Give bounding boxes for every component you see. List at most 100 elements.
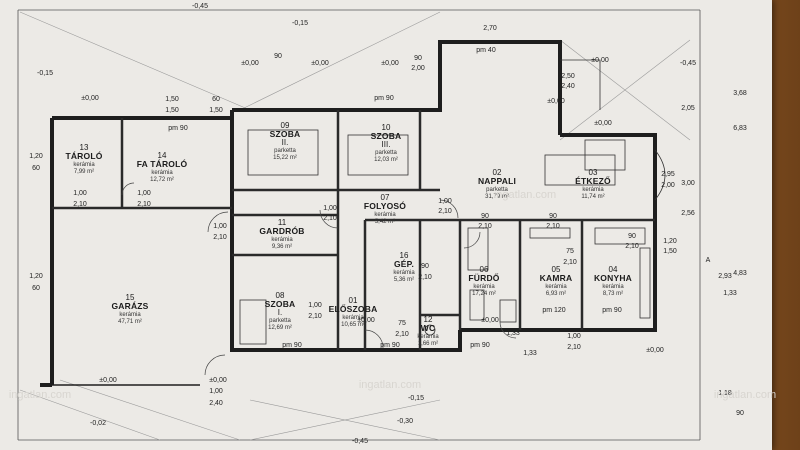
dimension-label: -0,45 xyxy=(192,3,208,10)
dimension-label: 1,20 xyxy=(663,238,677,245)
room-name: GÉP. xyxy=(394,259,414,269)
dimension-label: 1,20 xyxy=(29,153,43,160)
dimension-label: 1,50 xyxy=(663,248,677,255)
dimension-label: 2,95 xyxy=(661,171,675,178)
interior-walls xyxy=(52,110,655,350)
room-subtitle: II. xyxy=(282,138,289,147)
room-area: 12,03 m² xyxy=(374,157,398,163)
room-flooring: kerámia xyxy=(545,284,567,290)
room-number: 10 xyxy=(382,123,391,132)
dimension-label: ±0,00 xyxy=(357,317,375,324)
room-number: 04 xyxy=(609,265,618,274)
dimension-label: 75 xyxy=(398,320,406,327)
dimension-label: pm 90 xyxy=(470,342,490,349)
dimension-label: 2,10 xyxy=(73,201,87,208)
dimension-label: 2,93 xyxy=(718,273,732,280)
room-name: ELŐSZOBA xyxy=(329,303,378,314)
dimension-label: 2,40 xyxy=(561,83,575,90)
fixtures xyxy=(239,59,666,345)
dimension-label: -0,45 xyxy=(352,438,368,445)
dimension-label: -0,15 xyxy=(292,20,308,27)
dimension-label: 1,33 xyxy=(523,350,537,357)
room-flooring: parketta xyxy=(274,148,296,154)
dimension-label: ±0,00 xyxy=(646,347,664,354)
dimension-label: 6,83 xyxy=(733,125,747,132)
dimension-label: 2,50 xyxy=(561,73,575,80)
room-area: 17,24 m² xyxy=(472,291,496,297)
dimension-label: 1,33 xyxy=(723,290,737,297)
dimension-label: 90 xyxy=(421,263,429,270)
dimension-label: 4,83 xyxy=(733,270,747,277)
room-area: 1,66 m² xyxy=(418,341,438,347)
room-number: 15 xyxy=(126,293,135,302)
room-area: 12,69 m² xyxy=(268,325,292,331)
watermarks: ingatlan.comingatlan.comingatlan.cominga… xyxy=(9,189,776,401)
room-number: 11 xyxy=(278,218,287,227)
dimension-label: 60 xyxy=(212,96,220,103)
room-number: 08 xyxy=(276,291,285,300)
room-name: SZOBA xyxy=(270,129,301,139)
dimension-label: 60 xyxy=(32,285,40,292)
dimension-label: 90 xyxy=(274,53,282,60)
dimension-label: A xyxy=(706,257,711,264)
dimension-label: ±0,00 xyxy=(311,60,329,67)
room-area: 7,99 m² xyxy=(74,169,94,175)
dimension-label: ±0,00 xyxy=(591,57,609,64)
dimension-label: 2,10 xyxy=(418,274,432,281)
dimension-label: 2,10 xyxy=(395,331,409,338)
room-name: KONYHA xyxy=(594,273,632,283)
room-number: 01 xyxy=(349,296,358,305)
room-name: FA TÁROLÓ xyxy=(137,158,188,169)
dimension-label: 1,00 xyxy=(209,388,223,395)
room-name: FOLYOSÓ xyxy=(364,200,406,211)
room-flooring: kerámia xyxy=(393,270,415,276)
room-flooring: parketta xyxy=(486,187,508,193)
dimension-label: 2,10 xyxy=(213,234,227,241)
room-flooring: kerámia xyxy=(473,284,495,290)
dimension-label: pm 120 xyxy=(542,307,565,314)
watermark-text: ingatlan.com xyxy=(359,379,421,391)
room-number: 02 xyxy=(493,168,502,177)
room-name: SZOBA xyxy=(371,131,402,141)
dimension-label: 1,20 xyxy=(29,273,43,280)
room-area: 10,65 m² xyxy=(341,322,365,328)
room-flooring: kerámia xyxy=(73,162,95,168)
dimension-label: 2,10 xyxy=(546,223,560,230)
terrace-hatching xyxy=(19,11,691,441)
dimension-label: 2,00 xyxy=(411,65,425,72)
dimension-label: -0,45 xyxy=(680,60,696,67)
room-number: 07 xyxy=(381,193,390,202)
room-area: 31,79 m² xyxy=(485,194,509,200)
dimension-label: 2,10 xyxy=(308,313,322,320)
dimension-label: ±0,00 xyxy=(594,120,612,127)
room-area: 5,42 m² xyxy=(375,219,395,225)
room-area: 47,71 m² xyxy=(118,319,142,325)
room-number: 14 xyxy=(158,151,167,160)
dimension-label: ±0,00 xyxy=(381,60,399,67)
dimension-label: 60 xyxy=(32,165,40,172)
dimension-label: 2,10 xyxy=(137,201,151,208)
dimension-label: 2,10 xyxy=(323,215,337,222)
room-number: 09 xyxy=(281,121,290,130)
room-number: 03 xyxy=(589,168,598,177)
dimension-label: ±0,00 xyxy=(81,95,99,102)
dimension-label: 1,00 xyxy=(438,198,452,205)
room-name: FÜRDŐ xyxy=(468,272,499,283)
room-name: SZOBA xyxy=(265,299,296,309)
dimension-label: 1,50 xyxy=(165,107,179,114)
dimension-label: 2,10 xyxy=(478,223,492,230)
room-number: 06 xyxy=(480,265,489,274)
dimension-label: pm 40 xyxy=(476,47,496,54)
dimension-label: -0,15 xyxy=(37,70,53,77)
dimension-label: 1,00 xyxy=(567,333,581,340)
dimension-label: 2,56 xyxy=(681,210,695,217)
dimension-label: 90 xyxy=(481,213,489,220)
